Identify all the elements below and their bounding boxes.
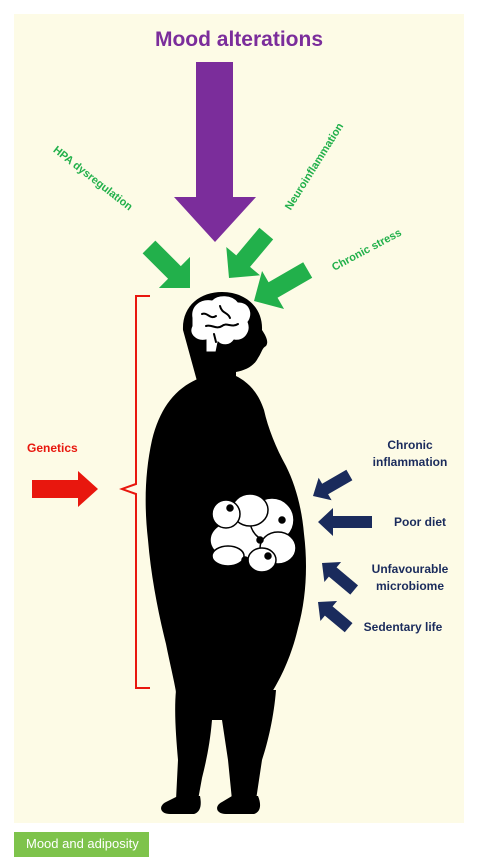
mood-arrow: [174, 62, 256, 242]
microbiome-line1: Unfavourable: [372, 562, 449, 576]
genetics-arrow: [32, 471, 98, 507]
chronic-inflammation-arrow: [307, 464, 356, 508]
sedentary-life-label: Sedentary life: [350, 619, 456, 636]
hpa-arrow: [133, 231, 205, 303]
poor-diet-label: Poor diet: [380, 514, 460, 531]
microbiome-line2: microbiome: [376, 579, 444, 593]
microbiome-label: Unfavourable microbiome: [360, 561, 460, 595]
chronic-inflammation-line2: inflammation: [373, 455, 448, 469]
caption-badge: Mood and adiposity: [14, 832, 149, 857]
chronic-inflammation-line1: Chronic: [387, 438, 432, 452]
genetics-label: Genetics: [27, 441, 78, 455]
microbiome-arrow: [314, 553, 363, 600]
poor-diet-arrow: [318, 508, 372, 536]
chronic-inflammation-label: Chronic inflammation: [360, 437, 460, 471]
mood-alterations-title: Mood alterations: [0, 28, 478, 52]
fat-cells-icon: [210, 494, 296, 572]
